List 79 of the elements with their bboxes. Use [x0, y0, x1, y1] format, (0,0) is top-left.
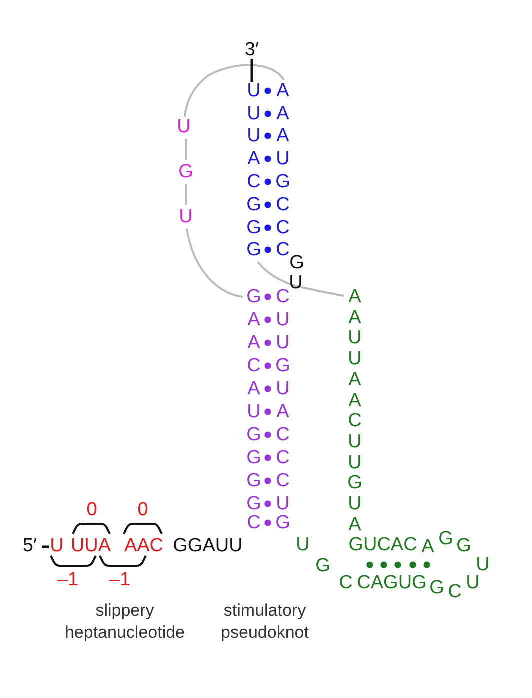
nucleotide-letter: A	[276, 402, 290, 422]
nucleotide-letter: A	[422, 538, 434, 556]
nucleotide-letter: U	[476, 556, 490, 574]
frame-label: –1	[109, 570, 131, 590]
nucleotide-letter: U	[179, 208, 193, 226]
frame-label: 0	[138, 500, 148, 520]
nucleotide-letter: G	[456, 536, 472, 556]
nucleotide-letter: U	[276, 380, 290, 398]
nucleotide-letter: G	[290, 254, 304, 272]
nucleotide-letter: U	[50, 536, 64, 556]
nucleotide-letter: G	[246, 472, 262, 490]
nucleotide-letter: G	[246, 240, 262, 260]
nucleotide-letter: U	[276, 334, 290, 352]
nucleotide-letter: C	[276, 288, 290, 306]
nucleotide-letter: U	[276, 310, 290, 330]
caption-text: stimulatory pseudoknot	[220, 600, 310, 644]
sequence-text: AAC	[124, 536, 164, 556]
nucleotide-letter: U	[348, 328, 362, 348]
nucleotide-letter: U	[348, 432, 362, 452]
nucleotide-letter: C	[276, 448, 290, 468]
nucleotide-letter: A	[348, 370, 362, 390]
nucleotide-letter: A	[348, 391, 362, 410]
nucleotide-letter: U	[348, 494, 362, 514]
nucleotide-letter: C	[276, 240, 290, 260]
nucleotide-letter: C	[247, 356, 261, 376]
nucleotide-letter: G	[276, 514, 290, 532]
nucleotide-letter: C	[247, 172, 261, 192]
nucleotide-letter: C	[247, 514, 261, 532]
nucleotide-letter: U	[276, 494, 290, 514]
nucleotide-letter: U	[177, 118, 191, 136]
nucleotide-letter: U	[466, 574, 480, 592]
nucleotide-letter: U	[247, 402, 261, 422]
nucleotide-letter: A	[248, 380, 260, 398]
nucleotide-letter: C	[448, 582, 462, 602]
nucleotide-letter: C	[348, 412, 362, 431]
sequence-text: CAGUG	[357, 574, 427, 592]
nucleotide-letter: G	[246, 494, 262, 514]
nucleotide-letter: G	[276, 172, 290, 192]
nucleotide-letter: C	[276, 426, 290, 444]
sequence-text: UUA	[70, 536, 112, 556]
nucleotide-letter: A	[348, 288, 362, 306]
sequence-text: GUCAC	[348, 536, 418, 554]
nucleotide-letter: C	[339, 574, 353, 592]
nucleotide-letter: U	[289, 274, 303, 292]
nucleotide-letter: G	[246, 426, 262, 444]
nucleotide-letter: C	[276, 196, 290, 214]
nucleotide-letter: C	[276, 218, 290, 238]
nucleotide-letter: G	[438, 530, 454, 548]
nucleotide-letter: A	[276, 82, 290, 100]
end-label: 3′	[244, 40, 260, 60]
nucleotide-letter: U	[276, 150, 290, 168]
nucleotide-letter: G	[246, 288, 262, 306]
frame-label: 0	[86, 500, 98, 520]
nucleotide-letter: G	[316, 556, 330, 576]
nucleotide-letter: G	[246, 448, 262, 468]
nucleotide-letter: U	[247, 82, 261, 100]
nucleotide-letter: A	[248, 334, 260, 352]
nucleotide-letter: U	[348, 453, 362, 472]
nucleotide-letter: G	[430, 578, 444, 598]
end-label: 5′	[22, 536, 38, 556]
sequence-text: GGAUU	[173, 536, 243, 556]
nucleotide-letter: G	[276, 356, 290, 376]
nucleotide-letter: G	[246, 196, 262, 214]
nucleotide-letter: A	[248, 310, 260, 330]
nucleotide-letter: A	[248, 150, 260, 168]
nucleotide-letter: C	[276, 472, 290, 490]
nucleotide-letter: A	[348, 515, 362, 534]
nucleotide-letter: A	[276, 126, 290, 146]
nucleotide-letter: U	[247, 104, 261, 124]
caption-text: slippery heptanucleotide	[64, 600, 186, 644]
nucleotide-letter: U	[348, 350, 362, 369]
nucleotide-letter: G	[246, 218, 262, 238]
frame-label: –1	[57, 570, 79, 590]
nucleotide-letter: A	[276, 104, 290, 124]
nucleotide-letter: U	[247, 126, 261, 146]
nucleotide-letter: U	[296, 536, 310, 554]
nucleotide-letter: A	[348, 308, 362, 328]
nucleotide-letter: G	[178, 162, 194, 182]
nucleotide-letter: G	[348, 474, 362, 493]
